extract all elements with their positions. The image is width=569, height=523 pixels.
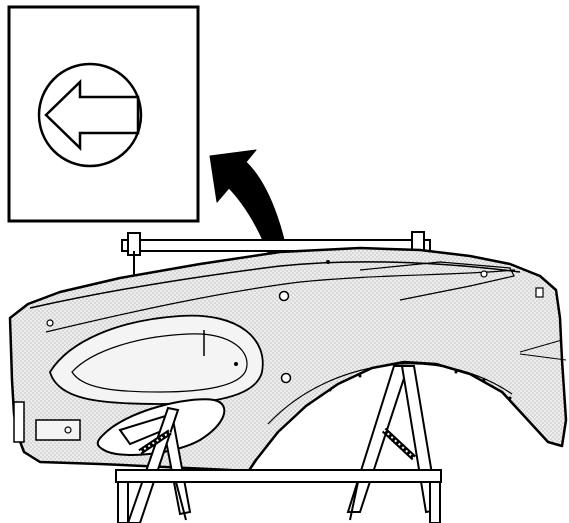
right-brace bbox=[381, 427, 417, 461]
inset-box bbox=[7, 5, 200, 223]
fender-panel bbox=[8, 246, 568, 474]
fastener-holes bbox=[46, 260, 544, 400]
left-brace bbox=[138, 429, 172, 455]
side-vent bbox=[49, 314, 264, 405]
arrow-left-in-circle-icon bbox=[37, 62, 143, 168]
sawhorse-stand bbox=[115, 365, 442, 523]
